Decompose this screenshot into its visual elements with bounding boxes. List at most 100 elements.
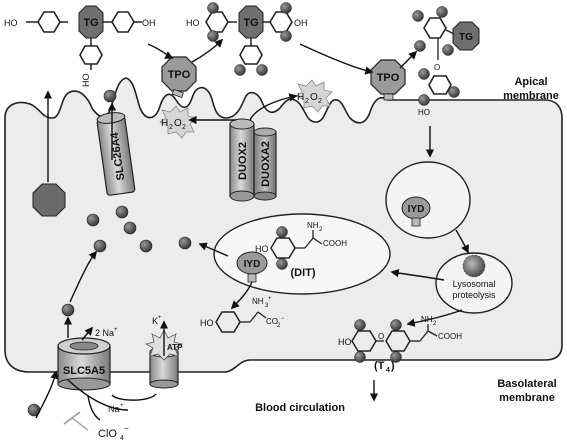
- amino-subscript: 3: [265, 303, 269, 309]
- amino-subscript: 2: [433, 321, 437, 327]
- lysosomal-label: Lysosomal: [453, 279, 496, 289]
- two-sodium-label: 2 Na: [95, 328, 114, 338]
- iodine-atom: [354, 319, 366, 331]
- duox2-label: DUOX2: [237, 142, 249, 180]
- iodine-atom: [234, 64, 246, 76]
- slc26a4-transporter: SLC26A4: [96, 112, 136, 196]
- iodine-atom: [276, 258, 288, 270]
- hydroxyl-label: HO: [418, 108, 430, 117]
- h2o2-label-o: O: [174, 118, 182, 129]
- carboxylate-label: CO: [266, 317, 278, 326]
- potassium-label: K: [152, 316, 158, 326]
- dit-vesicle: [213, 213, 391, 295]
- amino-subscript: 2: [319, 227, 323, 233]
- t4-label: (T: [374, 360, 385, 372]
- iodine-atom: [414, 40, 426, 52]
- ether-oxygen-label: O: [378, 332, 384, 341]
- tyrosine-molecule: HO NH 3 + CO 2 −: [200, 296, 285, 333]
- thyroglobulin-coupled: O HO TG: [418, 17, 480, 117]
- perchlorate-subscript: 4: [120, 435, 124, 441]
- iodine-atom: [280, 30, 292, 42]
- iodine-atom: [256, 64, 268, 76]
- hydroxyl-label: HO: [200, 318, 214, 328]
- pathway-arrows: [35, 38, 469, 421]
- iodide-ion: [178, 236, 192, 250]
- tpo-label: TPO: [168, 69, 191, 81]
- perchlorate-inhibition: [71, 417, 89, 431]
- iodide-ions: [27, 89, 192, 417]
- iodine-atom: [354, 351, 366, 363]
- iodide-ion: [93, 239, 107, 253]
- potassium-charge: +: [158, 315, 162, 321]
- slc5a5-transporter: SLC5A5: [57, 337, 111, 391]
- hydroxyl-label: HO: [186, 18, 200, 28]
- iodine-atom: [207, 30, 219, 42]
- tg-label: TG: [83, 17, 98, 29]
- hydroxyl-label: HO: [255, 244, 269, 254]
- h2o2-subscript: 2: [318, 98, 322, 105]
- iodide-ion: [139, 239, 153, 253]
- duox2-complex: DUOX2 DUOXA2: [229, 118, 277, 202]
- lysosome: Lysosomal proteolysis: [435, 252, 513, 314]
- iyd-label: IYD: [408, 204, 425, 215]
- iodine-atom: [436, 6, 448, 18]
- perchlorate-charge: −: [124, 424, 129, 433]
- hydroxyl-label: HO: [4, 18, 18, 28]
- iyd-enzyme-dit: IYD: [236, 251, 268, 283]
- iodide-ion: [123, 221, 137, 235]
- apical-label: Apical: [514, 76, 547, 88]
- iodine-atom: [442, 44, 454, 56]
- iodine-atoms: [207, 2, 460, 363]
- tg-label: TG: [243, 17, 258, 29]
- tpo-label: TPO: [377, 72, 400, 84]
- amino-superscript: +: [268, 296, 272, 302]
- iodine-atom: [207, 2, 219, 14]
- iodine-atom: [412, 10, 424, 22]
- iodide-ion: [86, 213, 100, 227]
- t4-close-paren: ): [391, 360, 395, 372]
- apical-membrane-label: membrane: [503, 90, 559, 102]
- sodium-charge: +: [120, 403, 124, 409]
- hydroxyl-label: OH: [142, 18, 156, 28]
- duoxa2-label: DUOXA2: [260, 141, 272, 187]
- iodine-atom: [418, 68, 430, 80]
- slc5a5-label: SLC5A5: [63, 365, 105, 377]
- carboxyl-label: COOH: [438, 332, 462, 341]
- carboxylate-superscript: −: [281, 316, 285, 322]
- dit-label: (DIT): [290, 267, 315, 279]
- iodine-atom: [280, 2, 292, 14]
- endocytic-vesicle: [385, 161, 471, 239]
- iodide-ion: [115, 205, 129, 219]
- thyroglobulin-uniodinated: HO OH HO TG: [4, 5, 156, 88]
- blood-circulation-label: Blood circulation: [255, 402, 345, 414]
- dit-molecule: HO NH 2 COOH (DIT): [255, 221, 347, 279]
- h2o2-label: H: [297, 92, 304, 103]
- amino-label: NH: [252, 297, 264, 306]
- iodine-atom: [390, 351, 402, 363]
- tpo-enzyme-right: TPO: [370, 59, 406, 101]
- iodine-atom: [418, 94, 430, 106]
- h2o2-label: H: [161, 118, 168, 129]
- basolateral-label: Basolateral: [497, 378, 556, 390]
- h2o2-subscript: 2: [169, 124, 173, 131]
- perchlorate-inhibition-bar: [63, 411, 81, 425]
- iyd-enzyme-vesicle: IYD: [401, 196, 431, 227]
- hydroxyl-label: HO: [81, 74, 91, 88]
- iodine-atom: [276, 226, 288, 238]
- basolateral-membrane-label: membrane: [499, 392, 555, 404]
- h2o2-subscript: 2: [182, 124, 186, 131]
- h2o2-burst-left: H 2 O 2: [159, 105, 197, 139]
- h2o2-subscript: 2: [305, 98, 309, 105]
- hydroxyl-label: HO: [338, 337, 352, 347]
- t4-subscript: 4: [386, 367, 390, 374]
- iodide-ion: [61, 303, 75, 317]
- proteolysis-label: proteolysis: [452, 290, 496, 300]
- amino-label: NH: [307, 221, 319, 230]
- hydroxyl-label: OH: [294, 18, 308, 28]
- h2o2-burst-right: H 2 O 2: [295, 79, 333, 113]
- iyd-label: IYD: [244, 259, 261, 270]
- sodium-label: Na: [108, 404, 120, 414]
- h2o2-label-o: O: [310, 92, 318, 103]
- iodine-atom: [390, 319, 402, 331]
